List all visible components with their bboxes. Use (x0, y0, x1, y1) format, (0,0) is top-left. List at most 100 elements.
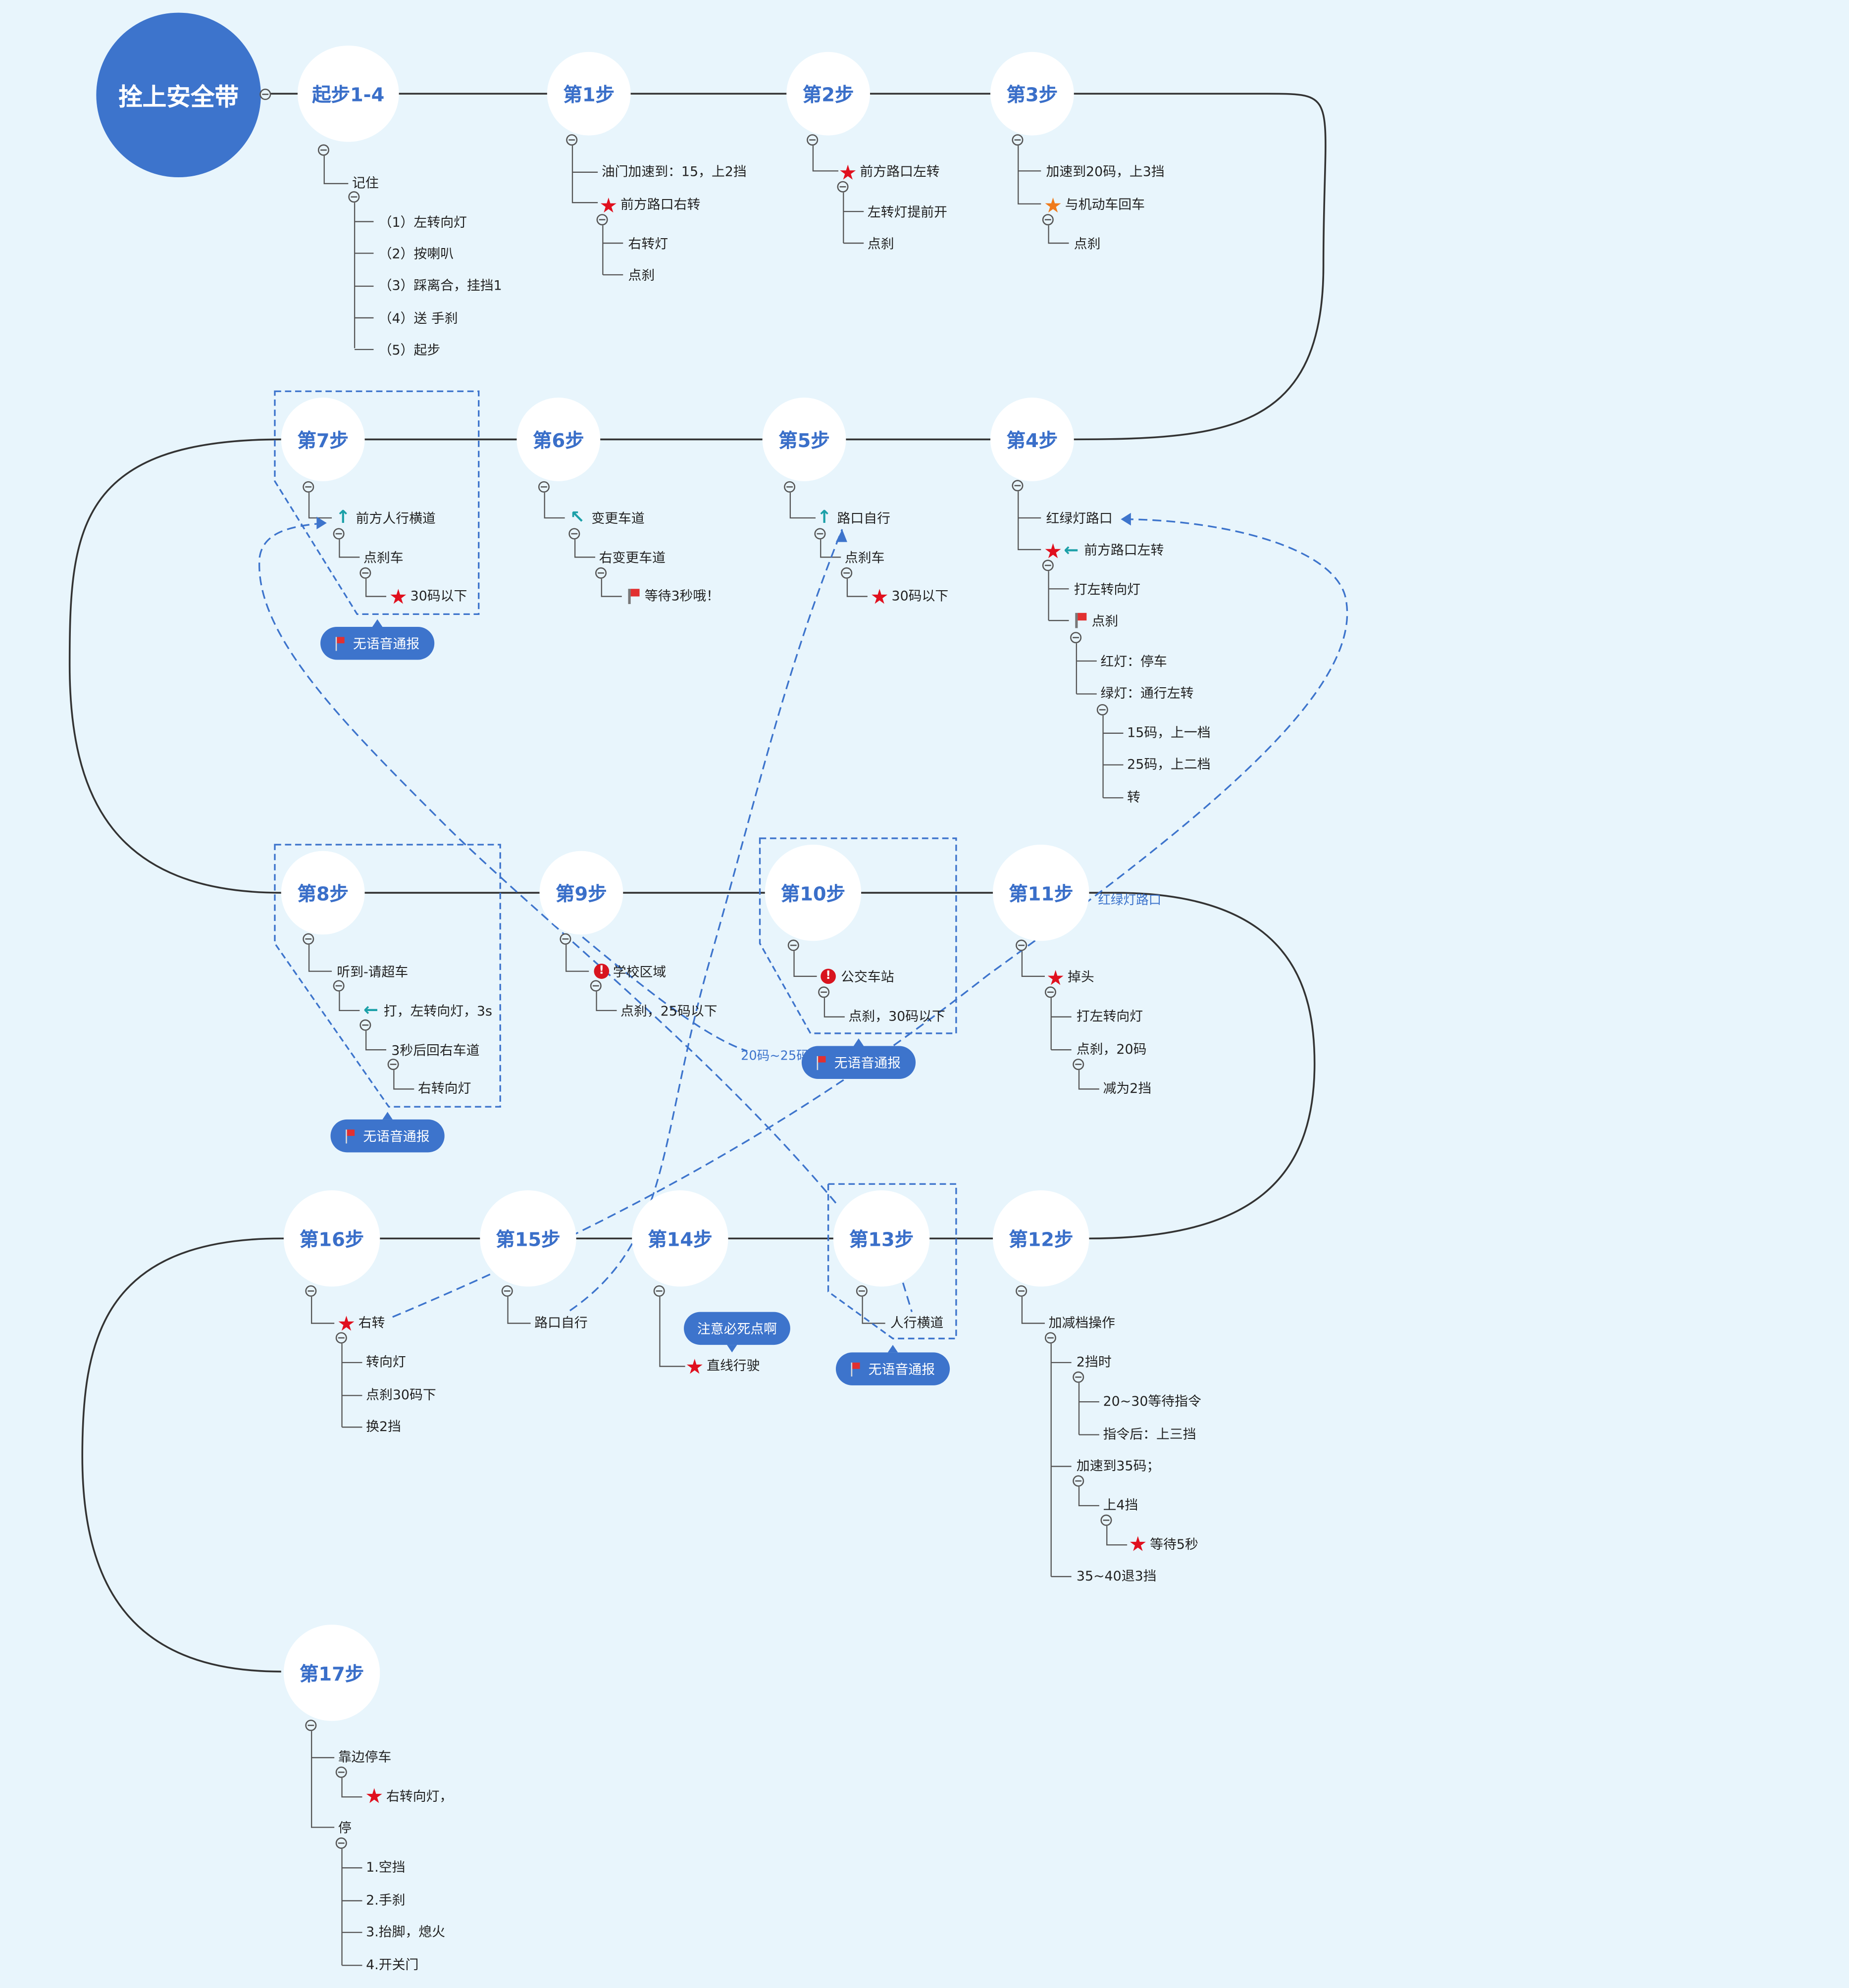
step-start[interactable]: 起步1-4 (298, 46, 399, 142)
collapse-toggle[interactable] (501, 1285, 513, 1297)
s4-left-signal: 打左转向灯 (1074, 582, 1141, 598)
s3-accelerate: 加速到20码，上3挡 (1046, 164, 1165, 180)
s5-intersection: 路口自行 (837, 511, 890, 527)
step-10[interactable]: 第10步 (765, 844, 862, 941)
boundary-step13 (827, 1183, 957, 1339)
step-2[interactable]: 第2步 (786, 51, 871, 136)
s17-right-signal: 右转向灯， (386, 1789, 453, 1805)
step-12[interactable]: 第12步 (993, 1190, 1089, 1287)
s7-speed: 30码以下 (410, 589, 467, 604)
step-4[interactable]: 第4步 (990, 398, 1074, 481)
callout-voice-step7[interactable]: 无语音通报 (320, 619, 435, 660)
collapse-toggle[interactable] (814, 528, 826, 540)
s1-accelerate: 油门加速到：15，上2挡 (601, 164, 747, 180)
collapse-toggle[interactable] (784, 481, 796, 493)
collapse-toggle[interactable] (568, 528, 580, 540)
relation-13-callout (902, 1282, 913, 1313)
step-15[interactable]: 第15步 (480, 1190, 576, 1287)
s8-return-lane: 3秒后回右车道 (391, 1043, 480, 1059)
relation-label-traffic-light: 红绿灯路口 (1098, 894, 1162, 908)
collapse-toggle[interactable] (1012, 480, 1024, 492)
curve-left-2 (81, 1237, 281, 1673)
callout-label: 无语音通报 (363, 1129, 430, 1144)
step-6[interactable]: 第6步 (516, 398, 601, 481)
collapse-toggle[interactable] (590, 980, 602, 992)
s1-right-signal: 右转灯 (628, 237, 668, 252)
collapse-toggle[interactable] (317, 144, 329, 156)
collapse-toggle[interactable] (807, 134, 819, 146)
collapse-toggle[interactable] (787, 939, 799, 951)
collapse-toggle[interactable] (335, 1332, 347, 1344)
collapse-toggle[interactable] (1042, 560, 1054, 571)
warning-icon: ! (594, 964, 610, 979)
collapse-toggle[interactable] (560, 933, 571, 945)
start-item-5: （5）起步 (378, 343, 441, 358)
callout-voice-step13[interactable]: 无语音通报 (835, 1345, 950, 1385)
collapse-toggle[interactable] (333, 528, 345, 540)
step-14[interactable]: 第14步 (632, 1190, 728, 1287)
step-17[interactable]: 第17步 (283, 1625, 380, 1721)
flag-icon (628, 589, 640, 604)
collapse-toggle[interactable] (360, 1019, 371, 1031)
step-9[interactable]: 第9步 (539, 851, 623, 935)
collapse-toggle[interactable] (596, 214, 608, 226)
s17-pull-over: 靠边停车 (338, 1750, 392, 1766)
step-5[interactable]: 第5步 (762, 398, 846, 481)
collapse-toggle[interactable] (1070, 632, 1082, 644)
step-13[interactable]: 第13步 (833, 1190, 930, 1287)
step-3[interactable]: 第3步 (990, 51, 1074, 136)
s12-gear-ops: 加减档操作 (1048, 1316, 1115, 1331)
collapse-toggle[interactable] (360, 567, 371, 579)
collapse-toggle-root[interactable] (259, 89, 271, 101)
s4-traffic-light: 红绿灯路口 (1046, 511, 1113, 527)
collapse-toggle[interactable] (335, 1837, 347, 1849)
root-node[interactable]: 拴上安全带 (96, 12, 261, 178)
step-8[interactable]: 第8步 (281, 851, 365, 935)
callout-voice-step10[interactable]: 无语音通报 (801, 1038, 916, 1079)
collapse-toggle[interactable] (303, 933, 314, 945)
collapse-toggle[interactable] (1073, 1059, 1084, 1070)
collapse-toggle[interactable] (1073, 1371, 1084, 1383)
s12-second-gear: 2挡时 (1076, 1355, 1112, 1371)
s12-accelerate: 加速到35码； (1076, 1459, 1160, 1474)
s17-handbrake: 2.手刹 (366, 1893, 406, 1909)
start-item-1: （1）左转向灯 (378, 215, 467, 231)
collapse-toggle[interactable] (1044, 1332, 1056, 1344)
callout-voice-step8[interactable]: 无语音通报 (330, 1112, 445, 1153)
collapse-toggle[interactable] (1073, 1475, 1084, 1487)
collapse-toggle[interactable] (1016, 1285, 1027, 1297)
step-1[interactable]: 第1步 (547, 51, 631, 136)
collapse-toggle[interactable] (653, 1285, 665, 1297)
collapse-toggle[interactable] (387, 1059, 399, 1070)
collapse-toggle[interactable] (1100, 1514, 1112, 1526)
collapse-toggle[interactable] (1012, 134, 1024, 146)
s11-left-signal: 打左转向灯 (1076, 1009, 1143, 1025)
collapse-toggle[interactable] (1016, 939, 1027, 951)
collapse-toggle[interactable] (348, 191, 360, 203)
collapse-toggle[interactable] (841, 567, 853, 579)
collapse-toggle[interactable] (333, 980, 345, 992)
collapse-toggle[interactable] (538, 481, 550, 493)
callout-note-step14[interactable]: 注意必死点啊 (684, 1312, 790, 1353)
collapse-toggle[interactable] (818, 986, 830, 998)
s11-brake: 点刹，20码 (1076, 1042, 1147, 1058)
s9-brake: 点刹，25码以下 (620, 1004, 718, 1019)
step-7[interactable]: 第7步 (281, 398, 365, 481)
collapse-toggle[interactable] (856, 1285, 868, 1297)
curve-right-1 (1051, 93, 1327, 441)
collapse-toggle[interactable] (335, 1766, 347, 1778)
s5-speed: 30码以下 (891, 589, 949, 604)
collapse-toggle[interactable] (305, 1285, 317, 1297)
step-16[interactable]: 第16步 (283, 1190, 380, 1287)
collapse-toggle[interactable] (1042, 214, 1054, 226)
collapse-toggle[interactable] (595, 567, 607, 579)
collapse-toggle[interactable] (303, 481, 314, 493)
collapse-toggle[interactable] (1044, 986, 1056, 998)
collapse-toggle[interactable] (305, 1720, 317, 1732)
arrow-up-icon: ↑ (335, 508, 351, 528)
step-11[interactable]: 第11步 (993, 844, 1089, 941)
collapse-toggle[interactable] (837, 181, 849, 193)
s3-brake: 点刹 (1074, 237, 1101, 252)
collapse-toggle[interactable] (1096, 704, 1108, 715)
collapse-toggle[interactable] (566, 134, 578, 146)
